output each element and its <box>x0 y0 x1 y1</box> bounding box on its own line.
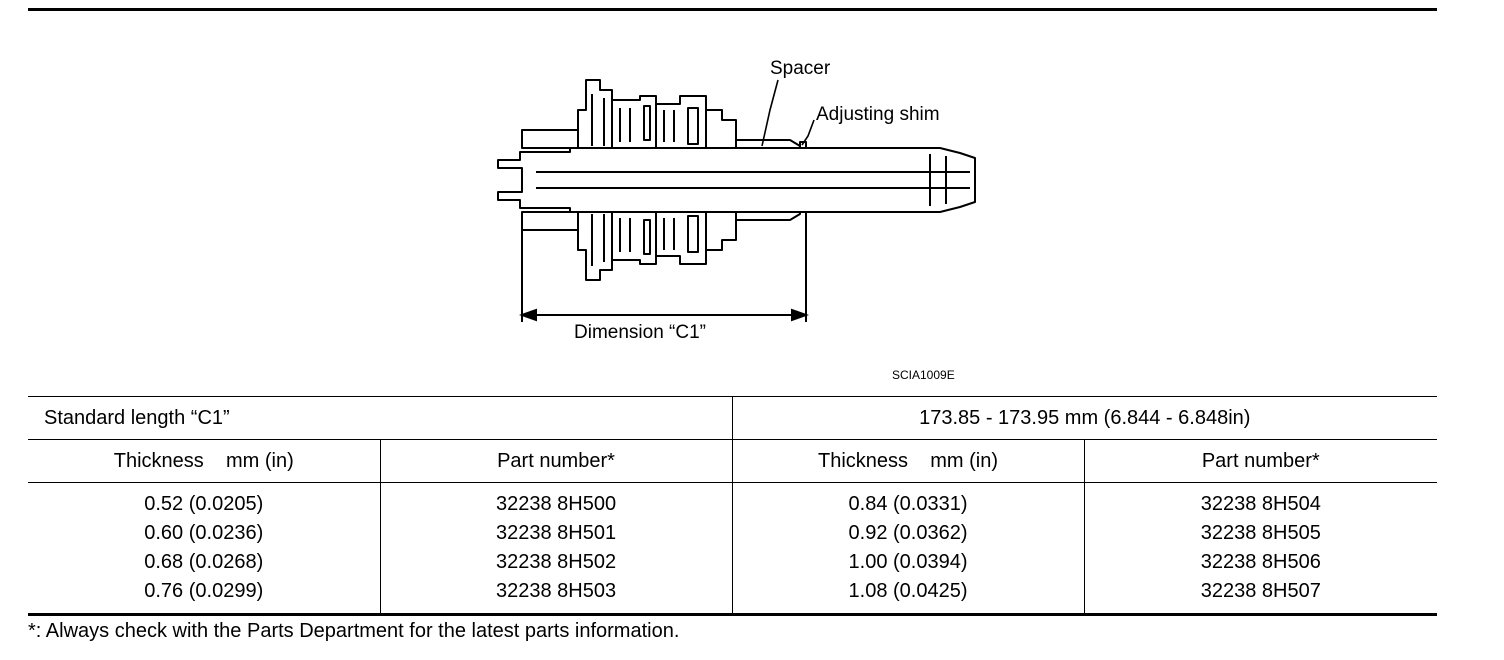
data-row: 0.52 (0.0205) 0.60 (0.0236) 0.68 (0.0268… <box>28 482 1438 616</box>
thickness-right-cell: 0.84 (0.0331) 0.92 (0.0362) 1.00 (0.0394… <box>731 482 1085 616</box>
part-number: 32238 8H507 <box>1200 580 1321 602</box>
part-left-cell: 32238 8H500 32238 8H501 32238 8H502 3223… <box>379 482 733 616</box>
header-row: Thickness mm (in) Part number* Thickness… <box>28 439 1438 483</box>
thickness-value: 1.00 (0.0394) <box>848 551 968 573</box>
part-number: 32238 8H501 <box>495 522 617 544</box>
mainshaft-illustration: Spacer Adjusting shim Dimension “C1” SCI… <box>460 50 1020 390</box>
part-number: 32238 8H503 <box>495 580 617 602</box>
part-number: 32238 8H502 <box>495 551 617 573</box>
header-part-left: Part number* <box>379 439 733 483</box>
header-part-right: Part number* <box>1083 439 1438 483</box>
top-rule <box>28 8 1437 11</box>
thickness-value: 0.60 (0.0236) <box>144 522 264 544</box>
standard-length-value: 173.85 - 173.95 mm (6.844 - 6.848in) <box>731 396 1438 440</box>
parts-footnote: *: Always check with the Parts Departmen… <box>28 620 680 642</box>
standard-length-row: Standard length “C1” 173.85 - 173.95 mm … <box>28 396 1438 440</box>
dimension-c1-callout: Dimension “C1” <box>574 322 706 343</box>
figure-code: SCIA1009E <box>892 368 955 382</box>
thickness-value: 0.92 (0.0362) <box>848 522 968 544</box>
part-number: 32238 8H506 <box>1200 551 1321 573</box>
header-thickness-right: Thickness mm (in) <box>731 439 1085 483</box>
shim-spec-table: Standard length “C1” 173.85 - 173.95 mm … <box>28 396 1438 616</box>
mainshaft-drawing <box>497 79 976 322</box>
adjusting-shim-callout: Adjusting shim <box>816 104 940 125</box>
spacer-callout: Spacer <box>770 58 831 79</box>
thickness-value: 0.52 (0.0205) <box>144 493 264 515</box>
header-thickness-left: Thickness mm (in) <box>28 439 380 483</box>
part-number: 32238 8H500 <box>495 493 617 515</box>
thickness-value: 1.08 (0.0425) <box>848 580 968 602</box>
part-number: 32238 8H504 <box>1200 493 1321 515</box>
thickness-left-cell: 0.52 (0.0205) 0.60 (0.0236) 0.68 (0.0268… <box>28 482 380 616</box>
part-right-cell: 32238 8H504 32238 8H505 32238 8H506 3223… <box>1083 482 1438 616</box>
thickness-value: 0.68 (0.0268) <box>144 551 264 573</box>
standard-length-label: Standard length “C1” <box>28 396 733 440</box>
thickness-value: 0.76 (0.0299) <box>144 580 264 602</box>
thickness-value: 0.84 (0.0331) <box>848 493 968 515</box>
part-number: 32238 8H505 <box>1200 522 1321 544</box>
